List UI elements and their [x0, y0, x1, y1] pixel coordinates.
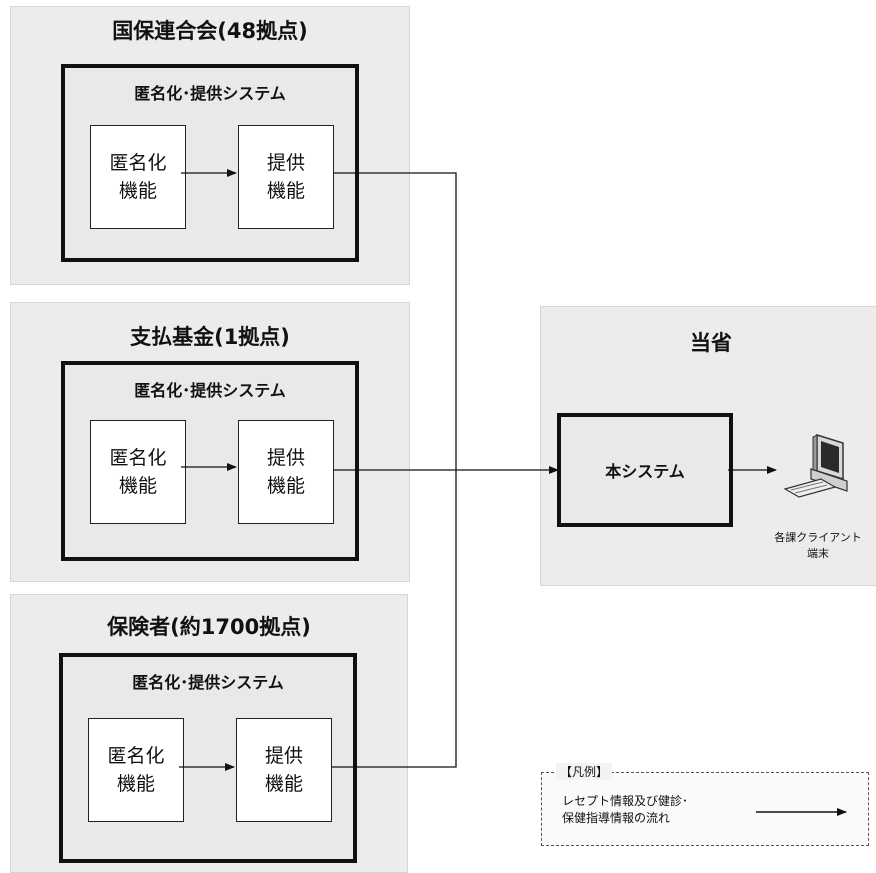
function-label-line1: 匿名化: [109, 447, 167, 469]
system-title: 匿名化･提供システム: [134, 84, 286, 103]
provision-function-box: 提供 機能: [238, 420, 334, 524]
legend: 【凡例】 レセプト情報及び健診･ 保健指導情報の流れ: [541, 763, 869, 846]
panel-shiharai-kikin: 支払基金(1拠点) 匿名化･提供システム 匿名化 機能 提供 機能: [10, 302, 410, 582]
legend-text-line1: レセプト情報及び健診･: [562, 794, 689, 808]
function-label-line2: 機能: [264, 773, 303, 795]
client-label-line1: 各課クライアント: [774, 531, 862, 544]
function-label-line1: 提供: [266, 152, 305, 174]
main-system-label: 本システム: [605, 462, 685, 481]
function-label-line2: 機能: [116, 773, 155, 795]
computer-icon: [777, 429, 861, 513]
client-terminal-label: 各課クライアント 端末: [759, 529, 876, 561]
system-title: 匿名化･提供システム: [132, 673, 284, 692]
function-label-line2: 機能: [118, 180, 157, 202]
function-label-line1: 提供: [266, 447, 305, 469]
system-title: 匿名化･提供システム: [134, 381, 286, 400]
function-label-line2: 機能: [266, 475, 305, 497]
panel-ministry: 当省 本システム 各課クライアント 端末: [540, 306, 876, 586]
function-label-line2: 機能: [266, 180, 305, 202]
panel-title: 国保連合会(48拠点): [112, 19, 308, 43]
panel-title: 当省: [690, 331, 732, 355]
legend-text-line2: 保健指導情報の流れ: [562, 811, 671, 825]
anonymization-function-box: 匿名化 機能: [90, 125, 186, 229]
function-label-line2: 機能: [118, 475, 157, 497]
main-system-box: 本システム: [557, 413, 733, 527]
anonymization-provision-system: 匿名化･提供システム 匿名化 機能 提供 機能: [59, 653, 357, 863]
legend-title: 【凡例】: [556, 763, 613, 780]
panel-hokensha: 保険者(約1700拠点) 匿名化･提供システム 匿名化 機能 提供 機能: [10, 594, 408, 873]
panel-kokuho: 国保連合会(48拠点) 匿名化･提供システム 匿名化 機能 提供 機能: [10, 6, 410, 285]
function-label-line1: 提供: [264, 745, 303, 767]
anonymization-provision-system: 匿名化･提供システム 匿名化 機能 提供 機能: [61, 64, 359, 262]
panel-title: 支払基金(1拠点): [130, 325, 290, 349]
function-label-line1: 匿名化: [109, 152, 167, 174]
function-label-line1: 匿名化: [107, 745, 165, 767]
panel-title: 保険者(約1700拠点): [107, 615, 311, 639]
provision-function-box: 提供 機能: [236, 718, 332, 822]
anonymization-function-box: 匿名化 機能: [90, 420, 186, 524]
anonymization-provision-system: 匿名化･提供システム 匿名化 機能 提供 機能: [61, 361, 359, 561]
anonymization-function-box: 匿名化 機能: [88, 718, 184, 822]
legend-text: レセプト情報及び健診･ 保健指導情報の流れ: [562, 793, 688, 827]
provision-function-box: 提供 機能: [238, 125, 334, 229]
client-label-line2: 端末: [807, 547, 829, 560]
